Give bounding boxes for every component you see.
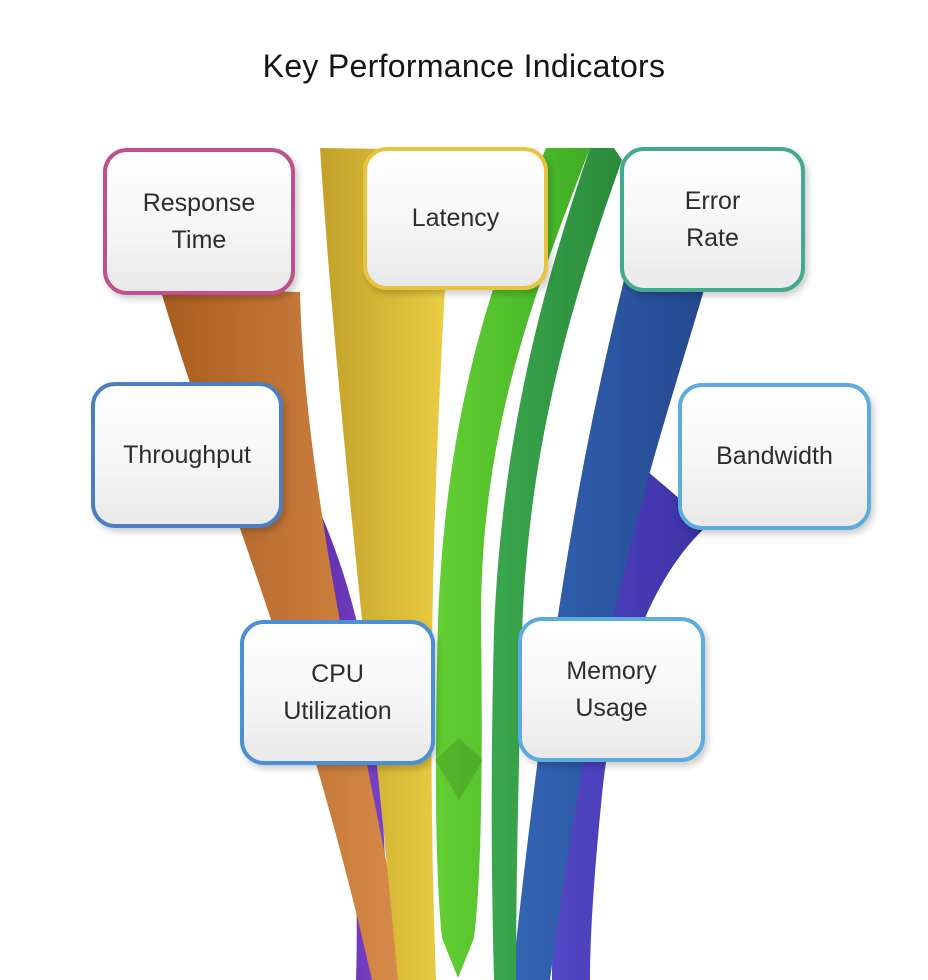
node-memory-usage: Memory Usage [518,617,705,762]
ribbon-chevron-joint [435,738,483,800]
node-throughput: Throughput [91,382,283,528]
ribbon-green-dark [491,148,622,980]
node-response-time: Response Time [103,148,295,295]
ribbon-latency [320,148,453,980]
ribbon-bandwidth [552,462,708,980]
node-latency: Latency [363,147,548,290]
page-title: Key Performance Indicators [262,48,666,84]
ribbon-center-green [435,148,590,978]
node-bandwidth: Bandwidth [678,383,871,530]
node-cpu-utilization: CPU Utilization [240,620,435,765]
node-error-rate: Error Rate [620,147,805,292]
